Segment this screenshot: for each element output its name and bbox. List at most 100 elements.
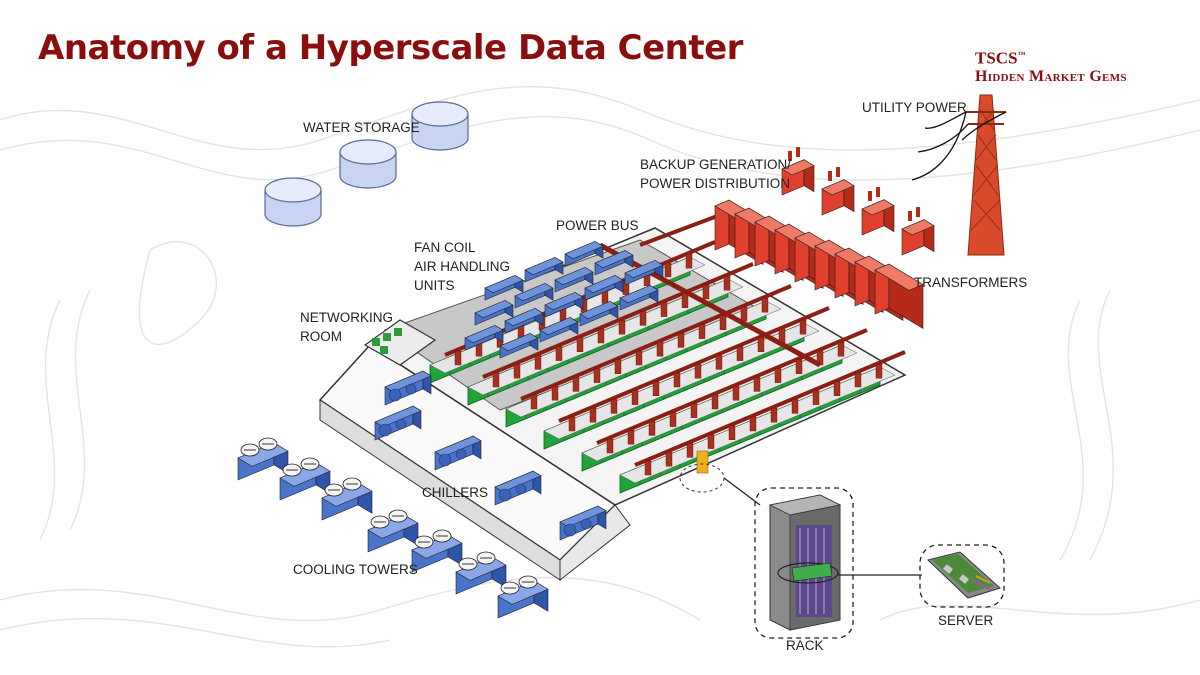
power-drop xyxy=(660,302,668,317)
power-drop xyxy=(799,320,807,335)
power-drop xyxy=(627,430,635,445)
power-drop xyxy=(652,381,660,396)
power-drop xyxy=(757,337,765,352)
power-bus-main xyxy=(598,242,822,368)
fan-coil-unit xyxy=(499,332,539,359)
power-drop xyxy=(702,284,710,300)
label-fan-coil-line3: UNITS xyxy=(414,278,455,293)
chiller-pump xyxy=(580,518,592,530)
cooling-tower xyxy=(237,437,289,481)
label-cooling-towers: COOLING TOWERS xyxy=(293,562,418,577)
label-fan-coil: FAN COIL AIR HANDLING UNITS xyxy=(414,238,510,295)
label-rack: RACK xyxy=(786,638,824,653)
power-drop xyxy=(686,443,694,458)
label-backup-generation-line2: POWER DISTRIBUTION xyxy=(640,176,791,191)
power-drop xyxy=(513,364,521,379)
power-drop xyxy=(812,390,820,405)
utility-power-tower xyxy=(911,94,1007,256)
power-drop xyxy=(728,425,736,440)
water-tank xyxy=(264,177,322,227)
power-drop xyxy=(698,324,706,339)
label-fan-coil-line1: FAN COIL xyxy=(414,240,476,255)
chiller-pump xyxy=(395,418,407,430)
label-networking-line1: NETWORKING xyxy=(300,310,393,325)
power-bus-line xyxy=(634,350,906,467)
power-drop xyxy=(707,434,715,449)
cooling-tower xyxy=(367,509,419,553)
water-storage-tanks xyxy=(264,101,469,227)
chiller-pump xyxy=(563,523,577,537)
power-drop xyxy=(593,368,601,383)
highlighted-rack xyxy=(696,450,709,474)
fan-coil-unit xyxy=(619,284,659,311)
power-drop xyxy=(732,386,740,401)
backup-generators xyxy=(714,199,924,330)
power-bus-line xyxy=(482,262,754,379)
networking-room xyxy=(363,319,437,366)
brand-trademark: ™ xyxy=(1017,50,1026,59)
power-drop xyxy=(833,381,841,396)
rack-detail xyxy=(754,487,922,639)
power-drop xyxy=(635,350,643,366)
power-drop xyxy=(677,333,685,348)
brand-logo: TSCS™ Hidden Market Gems xyxy=(975,46,1127,86)
brand-name: TSCS xyxy=(975,48,1018,68)
label-server: SERVER xyxy=(938,613,994,628)
fan-coil-unit xyxy=(584,274,624,301)
power-drop xyxy=(589,408,597,423)
power-drop xyxy=(610,399,618,414)
power-drop xyxy=(568,416,576,432)
chiller-unit xyxy=(384,370,432,406)
chiller-pump xyxy=(498,488,512,502)
fan-coil-unit xyxy=(544,291,584,318)
transformer-bushing xyxy=(916,207,920,217)
power-drop xyxy=(656,342,664,357)
label-networking-line2: ROOM xyxy=(300,329,342,344)
power-bus-line xyxy=(558,306,830,423)
fan-coil-unit xyxy=(504,307,544,334)
water-tank xyxy=(339,139,397,189)
power-drop xyxy=(736,346,744,361)
fan-coil-unit xyxy=(579,300,619,327)
power-drop xyxy=(618,320,626,335)
power-drop xyxy=(761,298,769,313)
power-drop xyxy=(719,315,727,330)
power-drop xyxy=(576,337,584,352)
label-networking-room: NETWORKING ROOM xyxy=(300,308,393,346)
fan-coil-unit xyxy=(554,266,594,293)
label-fan-coil-line2: AIR HANDLING xyxy=(414,259,511,274)
rack-callout-line xyxy=(723,477,761,506)
power-drop xyxy=(740,306,748,322)
power-drop xyxy=(690,403,698,418)
label-power-bus: POWER BUS xyxy=(556,218,639,233)
cooling-tower xyxy=(279,457,331,501)
power-drop xyxy=(685,253,693,269)
transformer xyxy=(781,147,815,196)
label-backup-generation-line1: BACKUP GENERATION/ xyxy=(640,157,792,172)
power-drop xyxy=(673,372,681,388)
fan-coil-unit xyxy=(484,274,524,301)
power-drop xyxy=(795,359,803,374)
power-drop xyxy=(631,390,639,405)
cooling-towers xyxy=(237,437,549,619)
water-tank xyxy=(411,101,469,151)
chiller-pump xyxy=(378,423,392,437)
power-drop xyxy=(669,412,677,427)
power-drop xyxy=(648,421,656,436)
power-drop xyxy=(723,276,731,291)
power-bus-feed xyxy=(639,213,721,247)
brand-tagline: Hidden Market Gems xyxy=(975,67,1127,85)
chiller-pump xyxy=(388,388,402,402)
power-bus-line xyxy=(596,328,868,445)
chiller-pump xyxy=(455,448,467,460)
power-drop xyxy=(774,368,782,383)
fan-coil-unit xyxy=(624,259,664,286)
power-drop xyxy=(492,372,500,388)
power-drop xyxy=(454,350,462,366)
transformer-bushing xyxy=(868,191,872,201)
chiller-unit xyxy=(494,470,542,506)
power-bus-line xyxy=(520,284,792,401)
fan-coil-unit xyxy=(594,249,634,276)
power-drop xyxy=(770,408,778,423)
